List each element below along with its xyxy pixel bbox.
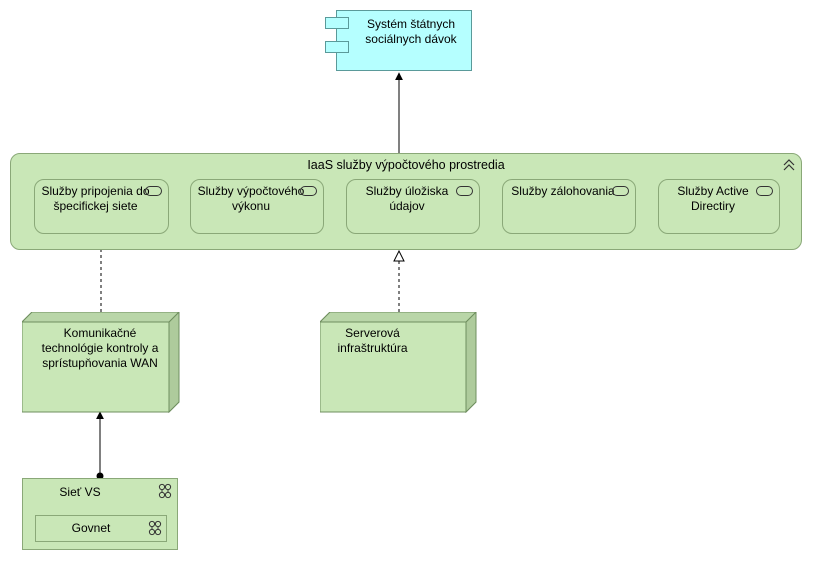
component-tab-lower <box>325 41 349 53</box>
service-active-directory[interactable]: Služby Active Directiry <box>658 179 780 234</box>
group-title: IaaS služby výpočtového prostredia <box>307 158 505 172</box>
collapse-chevron-icon[interactable] <box>782 158 796 172</box>
iaas-services-group[interactable]: IaaS služby výpočtového prostredia Služb… <box>10 153 802 250</box>
service-compute-power[interactable]: Služby výpočtového výkonu <box>190 179 324 234</box>
node-label: Serverová infraštruktúra <box>337 326 408 355</box>
service-network-connection[interactable]: Služby pripojenia do špecifickej siete <box>34 179 169 234</box>
service-icon <box>612 186 629 196</box>
service-icon <box>456 186 473 196</box>
service-backup[interactable]: Služby zálohovania <box>502 179 636 234</box>
node-box <box>22 312 180 413</box>
node-server-infrastructure[interactable]: Serverová infraštruktúra <box>320 312 477 413</box>
service-icon <box>300 186 317 196</box>
assignment-dot <box>96 472 104 480</box>
application-component-label: Systém štátnych sociálnych dávok <box>365 17 457 46</box>
network-label: Sieť VS <box>59 485 101 499</box>
service-label: Služby Active Directiry <box>677 184 749 213</box>
service-icon <box>145 186 162 196</box>
service-label: Služby úložiska údajov <box>365 184 449 213</box>
network-inner-label: Govnet <box>71 521 111 535</box>
service-label: Služby výpočtového výkonu <box>197 184 305 213</box>
network-icon <box>148 520 162 536</box>
network-sie-vs[interactable]: Sieť VS Govnet <box>22 478 178 550</box>
service-label: Služby zálohovania <box>511 184 615 198</box>
node-box <box>320 312 477 413</box>
node-label: Komunikačné technológie kontroly a sprís… <box>41 326 159 370</box>
network-govnet[interactable]: Govnet <box>35 515 167 542</box>
application-component[interactable]: Systém štátnych sociálnych dávok <box>325 10 472 71</box>
service-label: Služby pripojenia do špecifickej siete <box>41 184 150 213</box>
component-tab-upper <box>325 17 349 29</box>
network-icon <box>158 483 172 499</box>
node-wan-technologies[interactable]: Komunikačné technológie kontroly a sprís… <box>22 312 180 413</box>
service-icon <box>756 186 773 196</box>
service-storage[interactable]: Služby úložiska údajov <box>346 179 480 234</box>
